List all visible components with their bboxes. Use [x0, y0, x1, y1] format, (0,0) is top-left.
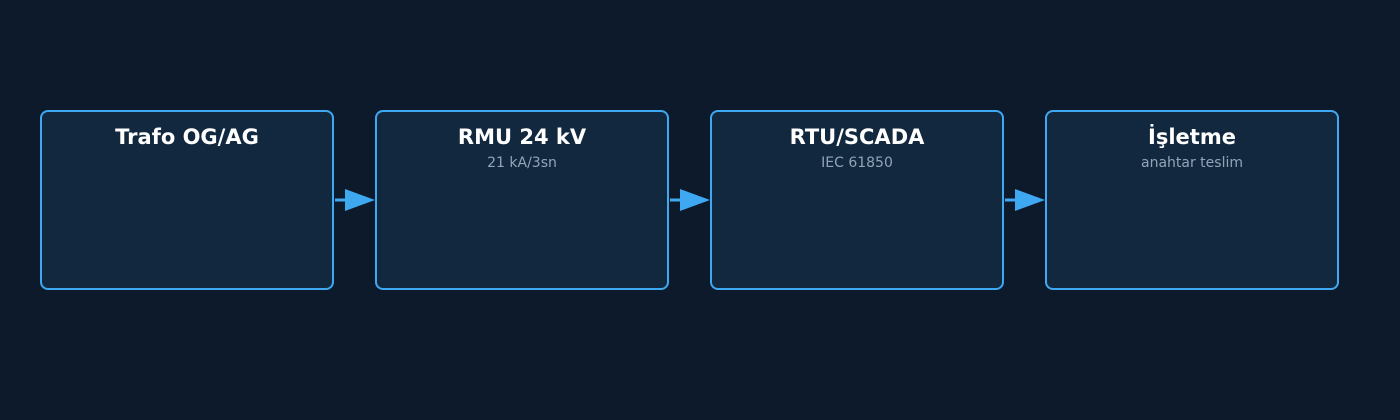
node-subtitle: 21 kA/3sn	[487, 155, 557, 171]
node-subtitle: anahtar teslim	[1141, 155, 1243, 171]
node-trafo: Trafo OG/AG	[40, 110, 334, 290]
node-rtu-scada: RTU/SCADA IEC 61850	[710, 110, 1004, 290]
node-isletme: İşletme anahtar teslim	[1045, 110, 1339, 290]
node-title: RMU 24 kV	[457, 125, 587, 149]
arrow-trafo-to-rmu	[335, 189, 375, 211]
node-title: İşletme	[1148, 125, 1236, 149]
arrow-rtu-to-isletme	[1005, 189, 1045, 211]
node-rmu: RMU 24 kV 21 kA/3sn	[375, 110, 669, 290]
node-title: RTU/SCADA	[789, 125, 925, 149]
node-title: Trafo OG/AG	[115, 125, 259, 149]
arrow-rmu-to-rtu	[670, 189, 710, 211]
node-subtitle: IEC 61850	[821, 155, 893, 171]
